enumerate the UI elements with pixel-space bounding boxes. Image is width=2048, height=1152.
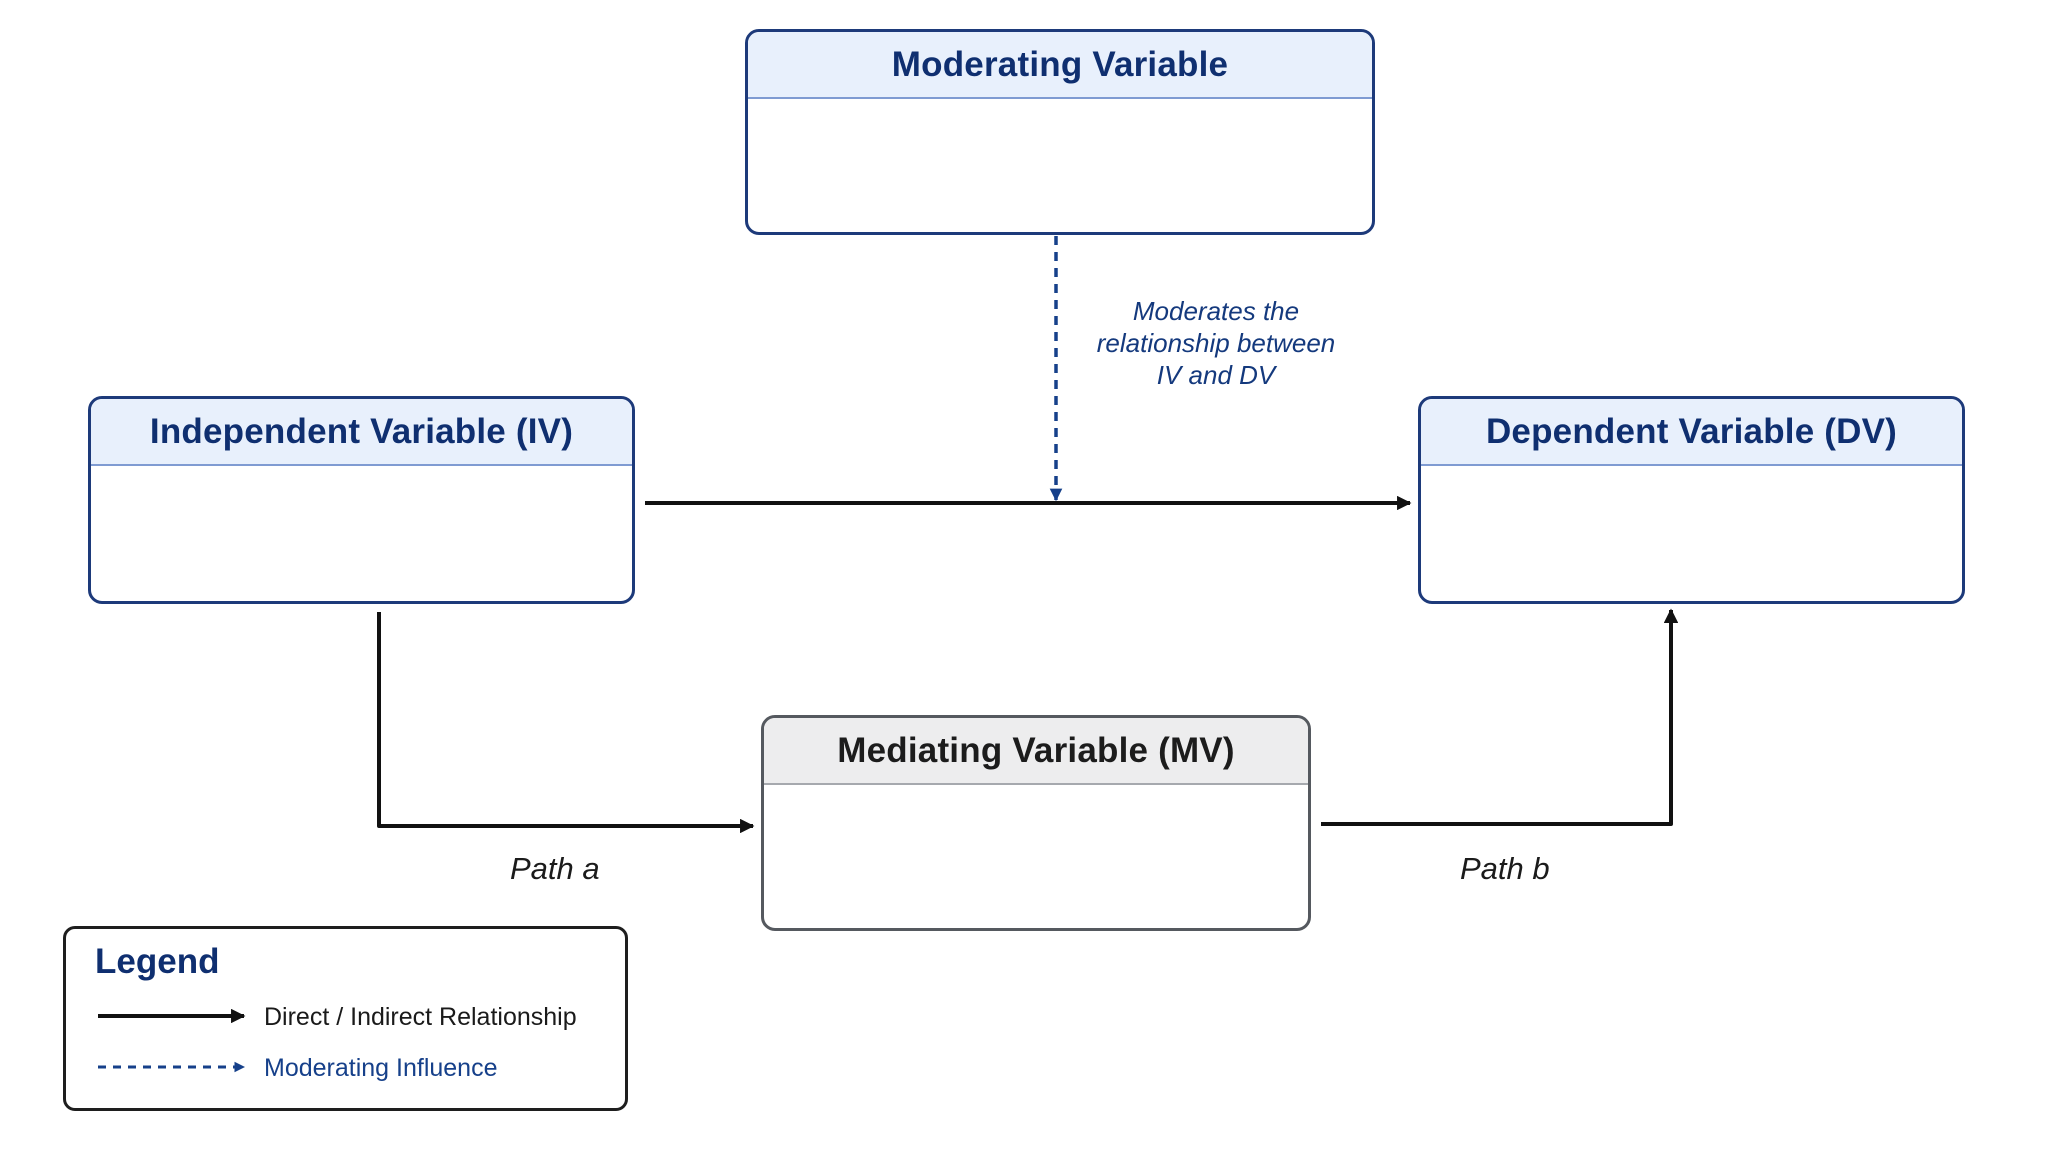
- path-b-arrow: [1321, 608, 1679, 826]
- legend-title: Legend: [95, 942, 220, 981]
- legend-item-moderating: Moderating Influence: [264, 1054, 498, 1082]
- path-a-label: Path a: [510, 851, 600, 886]
- dependent-variable-title: Dependent Variable (DV): [1421, 399, 1962, 466]
- moderation-note: Moderates the relationship between IV an…: [1066, 295, 1366, 391]
- moderating-variable-box: Moderating Variable: [745, 29, 1375, 235]
- mediating-variable-title: Mediating Variable (MV): [764, 718, 1308, 785]
- moderation-note-line-1: Moderates the: [1132, 296, 1300, 326]
- legend-box: Legend Direct / Indirect Relationship Mo…: [63, 926, 628, 1111]
- legend-solid-arrow-icon: [98, 1008, 246, 1024]
- path-a-arrow: [377, 612, 755, 834]
- independent-variable-title: Independent Variable (IV): [91, 399, 632, 466]
- path-b-label: Path b: [1460, 851, 1550, 886]
- legend-dashed-arrow-icon: [98, 1061, 246, 1073]
- legend-item-direct: Direct / Indirect Relationship: [264, 1003, 577, 1031]
- mediating-variable-box: Mediating Variable (MV): [761, 715, 1311, 931]
- moderating-variable-title: Moderating Variable: [748, 32, 1372, 99]
- moderation-note-line-3: IV and DV: [1156, 360, 1276, 390]
- moderation-note-line-2: relationship between: [1096, 328, 1336, 358]
- independent-variable-box: Independent Variable (IV): [88, 396, 635, 604]
- dependent-variable-box: Dependent Variable (DV): [1418, 396, 1965, 604]
